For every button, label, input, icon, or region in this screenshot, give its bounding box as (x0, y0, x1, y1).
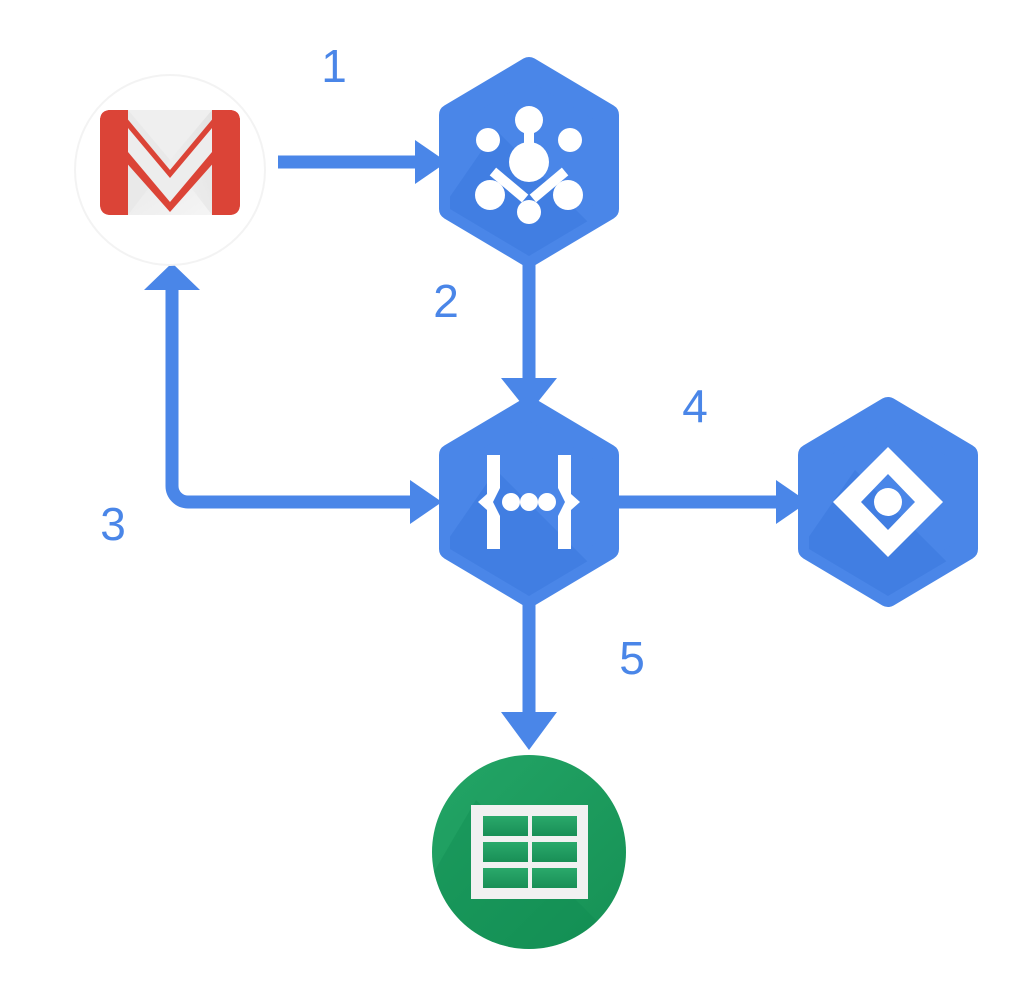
edge-label-5: 5 (619, 632, 645, 684)
edge-label-1: 1 (321, 40, 347, 92)
edges-layer (144, 140, 808, 750)
sheets-cell-r3c1 (483, 868, 528, 888)
node-stackdriver-monitoring[interactable] (779, 397, 999, 640)
monitoring-diamond-outline (833, 447, 943, 557)
edge-5-functions-to-sheets (501, 590, 557, 750)
pubsub-stub-lower-left (489, 167, 529, 203)
pubsub-node-lower-left (475, 180, 505, 210)
functions-dot-3 (538, 493, 556, 511)
cloud-functions-icon (478, 455, 580, 549)
functions-brace-left (478, 455, 500, 549)
sheets-cell-r1c1 (483, 816, 528, 836)
edge-4-functions-to-monitoring (614, 480, 808, 524)
node-cloud-functions[interactable] (420, 397, 640, 640)
edge-5-line (522, 590, 536, 718)
cloud-pubsub-icon (475, 106, 583, 224)
functions-dot-2 (520, 493, 538, 511)
pubsub-node-center (509, 142, 549, 182)
gmail-v-notch (128, 128, 212, 202)
sheets-cell-r2c2 (532, 842, 577, 862)
gmail-icon (100, 110, 240, 215)
node-cloud-pubsub[interactable] (420, 57, 640, 300)
pubsub-node-lower-right (553, 180, 583, 210)
pubsub-node-upper-left (476, 128, 500, 152)
functions-brace-right (558, 455, 580, 549)
gmail-right-bar (212, 110, 240, 215)
edge-1-gmail-to-pubsub (278, 140, 447, 184)
edge-labels-layer: 1 2 3 4 5 (100, 40, 708, 684)
sheets-cell-r3c2 (532, 868, 577, 888)
pubsub-node-bottom (517, 200, 541, 224)
monitoring-pupil (874, 488, 902, 516)
edge-3-arrowhead-gmail (144, 263, 200, 290)
gmail-left-bar (100, 110, 128, 215)
edge-2-pubsub-to-functions (501, 256, 557, 413)
stackdriver-monitoring-icon (833, 447, 943, 557)
pubsub-node-upper-right (558, 128, 582, 152)
functions-dot-1 (502, 493, 520, 511)
edge-3-arrowhead-functions (410, 480, 442, 524)
pubsub-stub-top (524, 118, 534, 156)
sheets-cell-r1c2 (532, 816, 577, 836)
gmail-m-stroke (100, 110, 240, 212)
sheets-cell-r2c1 (483, 842, 528, 862)
edge-label-2: 2 (433, 275, 459, 327)
edge-2-line (522, 256, 536, 384)
edge-label-4: 4 (682, 380, 708, 432)
edge-3-functions-to-gmail (144, 263, 442, 524)
edge-3-line (165, 288, 432, 509)
pubsub-node-top (515, 106, 543, 134)
edge-1-arrowhead (415, 140, 447, 184)
pubsub-stub-lower-right (529, 167, 569, 203)
edge-label-3: 3 (100, 498, 126, 550)
edge-1-line (278, 155, 418, 169)
edge-4-line (614, 495, 780, 509)
edge-2-arrowhead (501, 378, 557, 413)
edge-4-arrowhead (776, 480, 808, 524)
node-gmail[interactable] (74, 74, 266, 266)
functions-inner-shadow (450, 470, 608, 596)
google-sheets-icon (471, 805, 588, 899)
edge-5-arrowhead (501, 712, 557, 750)
node-google-sheets[interactable] (400, 755, 640, 990)
